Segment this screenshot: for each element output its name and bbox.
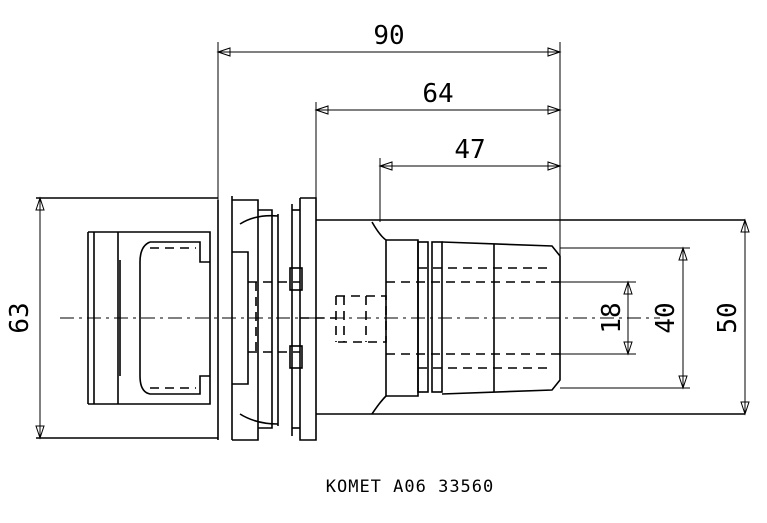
dimension-64: 64	[314, 79, 562, 115]
flange-ring	[289, 197, 745, 441]
dim-label-90: 90	[373, 21, 404, 51]
dimension-50: 50	[713, 218, 750, 416]
dim-label-40: 40	[651, 302, 681, 333]
part-number-caption: KOMET A06 33560	[326, 477, 495, 497]
dim-label-47: 47	[454, 135, 485, 165]
dimension-63: 63	[5, 196, 45, 440]
dim-label-18: 18	[597, 302, 627, 333]
hidden-bore	[248, 281, 560, 355]
dim-label-64: 64	[422, 79, 453, 109]
dim-label-63: 63	[5, 302, 35, 333]
left-shank	[36, 196, 279, 441]
dimension-47: 47	[378, 135, 562, 171]
dimension-90: 90	[216, 21, 562, 57]
dimension-18: 18	[597, 280, 633, 356]
extension-lines	[217, 42, 690, 389]
dimension-40: 40	[651, 246, 688, 390]
collet-nose	[371, 221, 561, 415]
dim-label-50: 50	[713, 302, 743, 333]
